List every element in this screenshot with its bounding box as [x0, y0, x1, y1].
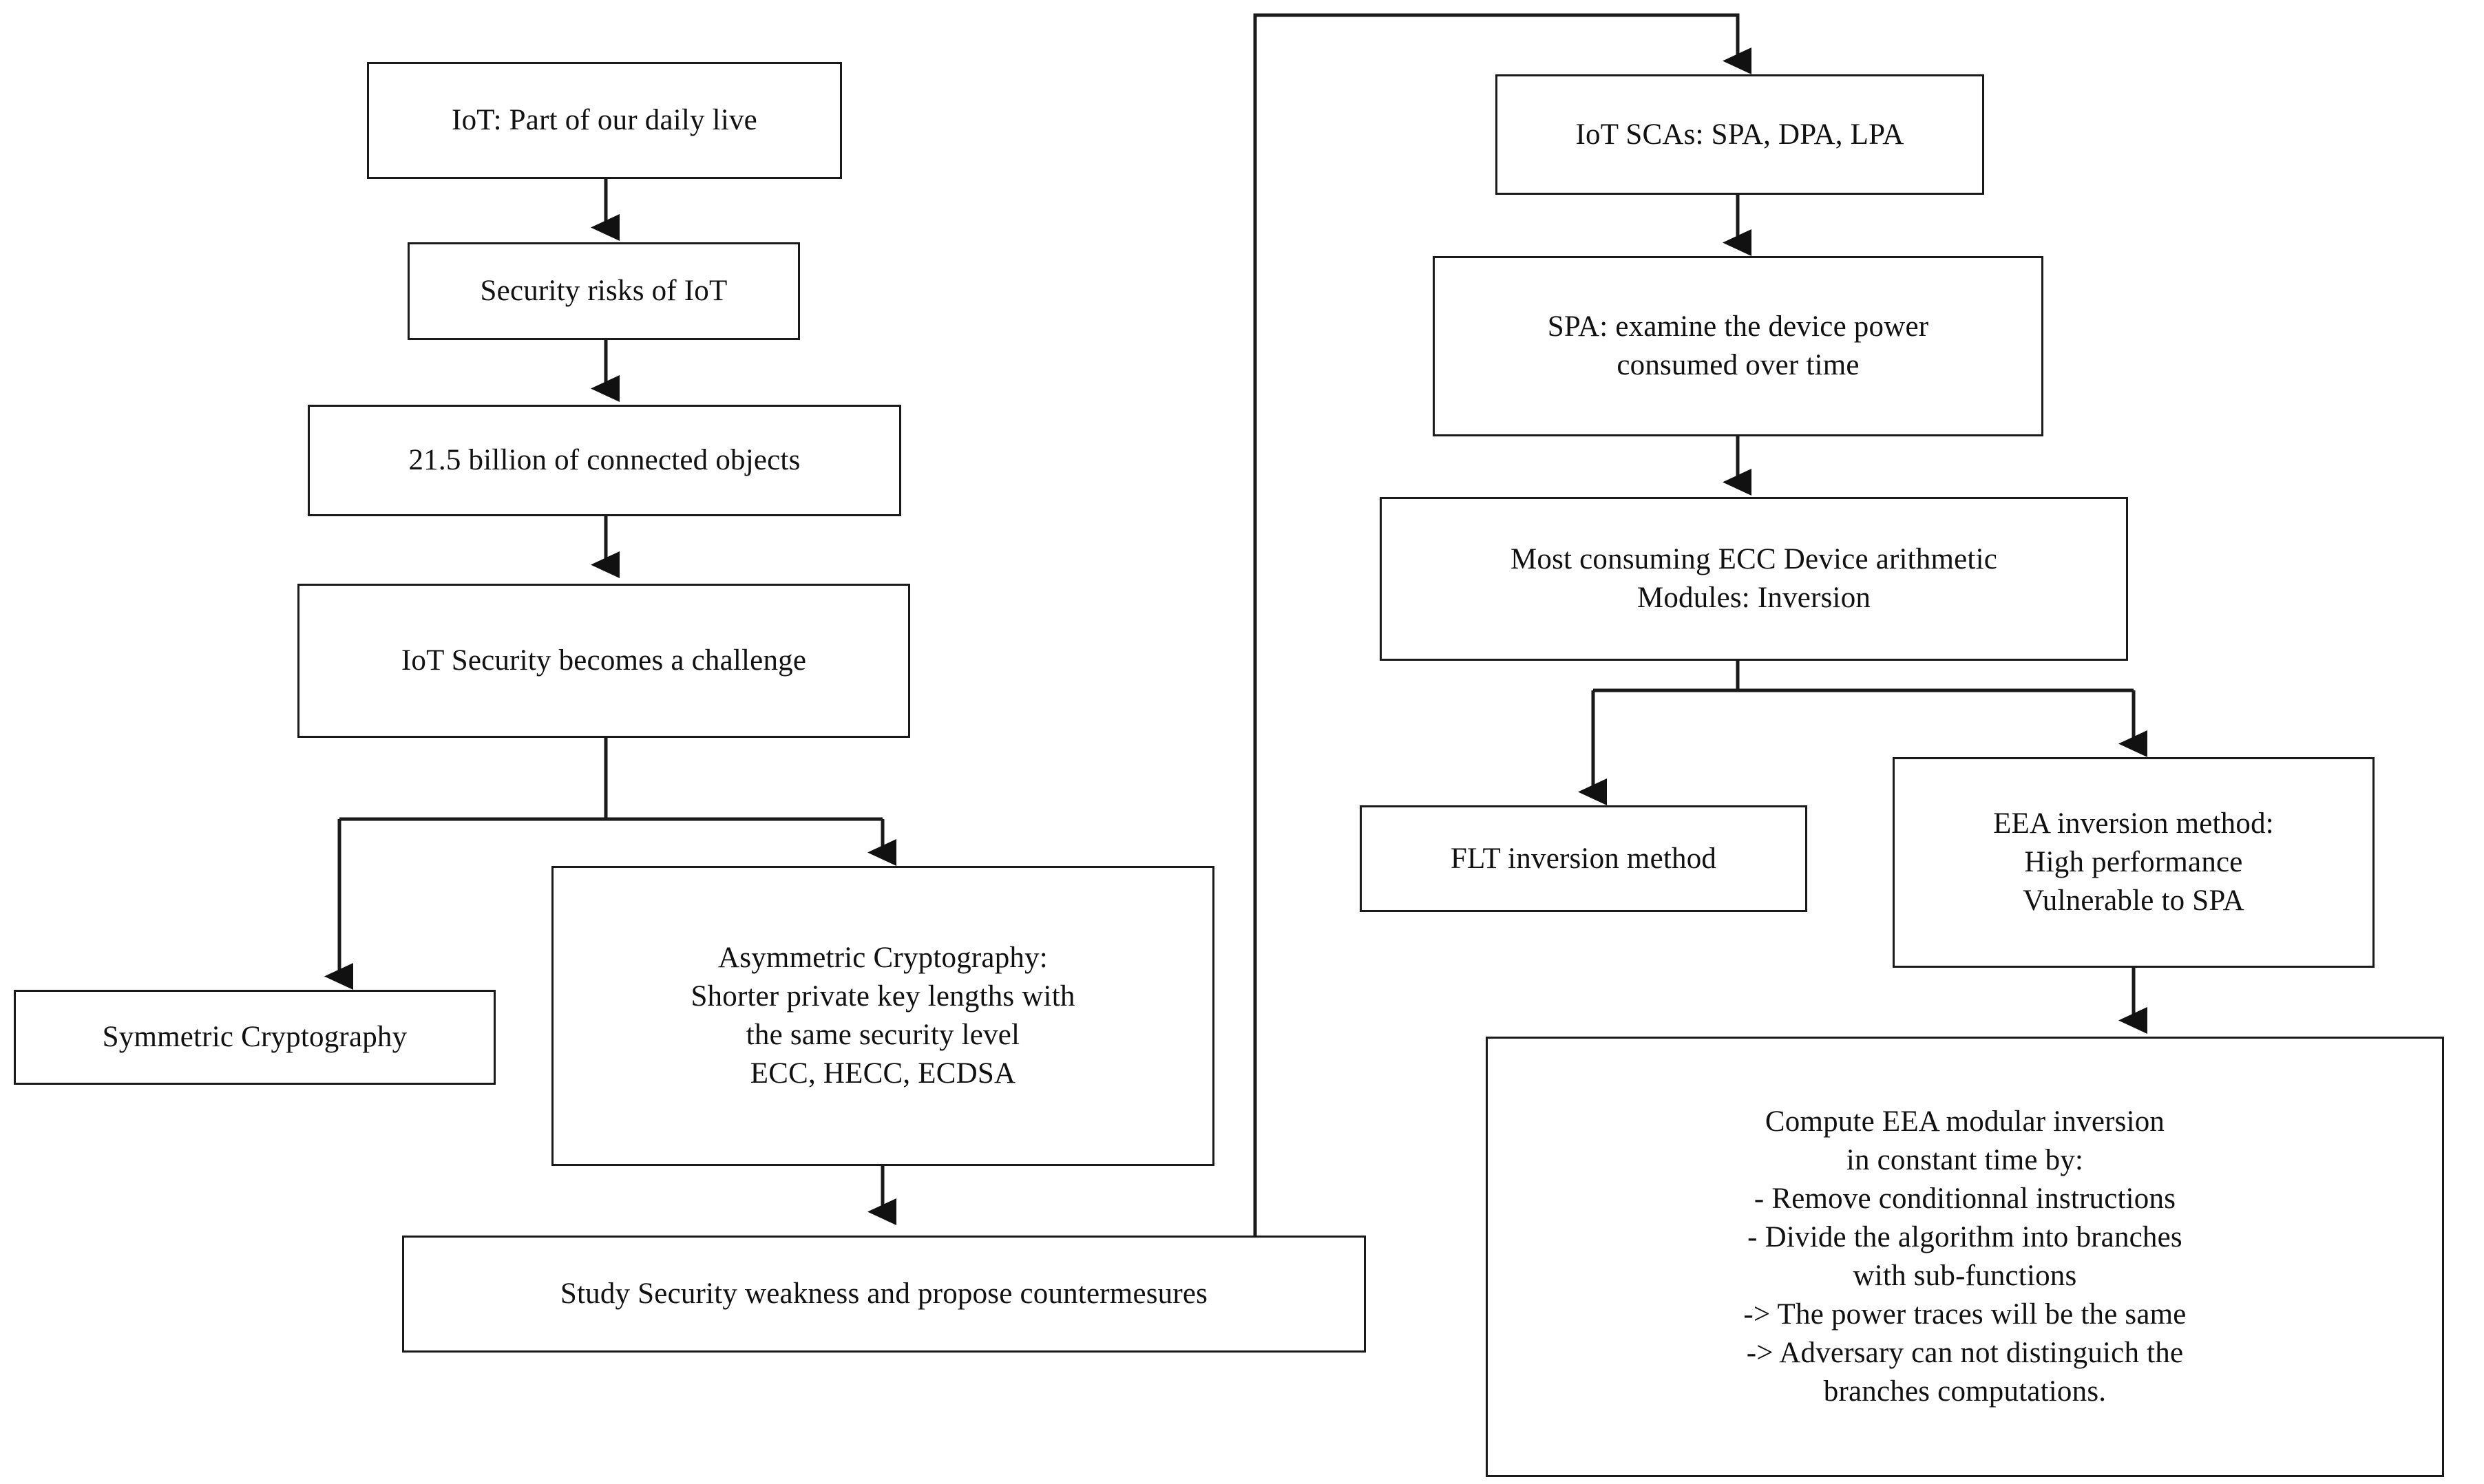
node-study-weakness[interactable]: Study Security weakness and propose coun…	[402, 1236, 1366, 1353]
node-iot-scas[interactable]: IoT SCAs: SPA, DPA, LPA	[1495, 74, 1984, 195]
node-spa-examine-label: SPA: examine the device power consumed o…	[1547, 310, 1929, 381]
node-asymmetric-crypto[interactable]: Asymmetric Cryptography: Shorter private…	[551, 866, 1214, 1166]
node-study-weakness-label: Study Security weakness and propose coun…	[560, 1278, 1208, 1311]
node-connected-objects-label: 21.5 billion of connected objects	[408, 444, 801, 477]
node-most-consuming-label: Most consuming ECC Device arithmetic Mod…	[1510, 543, 1998, 614]
node-asymmetric-crypto-label: Asymmetric Cryptography: Shorter private…	[691, 942, 1075, 1090]
node-eea-inversion-label: EEA inversion method: High performance V…	[1993, 807, 2274, 917]
node-iot-daily-label: IoT: Part of our daily live	[452, 104, 757, 137]
node-most-consuming[interactable]: Most consuming ECC Device arithmetic Mod…	[1380, 497, 2128, 661]
node-security-risks[interactable]: Security risks of IoT	[408, 242, 800, 340]
node-compute-eea-label: Compute EEA modular inversion in constan…	[1743, 1105, 2187, 1408]
node-compute-eea[interactable]: Compute EEA modular inversion in constan…	[1486, 1037, 2444, 1477]
node-eea-inversion[interactable]: EEA inversion method: High performance V…	[1893, 757, 2375, 968]
node-symmetric-crypto-label: Symmetric Cryptography	[102, 1021, 408, 1054]
node-spa-examine[interactable]: SPA: examine the device power consumed o…	[1433, 256, 2043, 436]
node-iot-scas-label: IoT SCAs: SPA, DPA, LPA	[1575, 118, 1904, 151]
node-iot-daily[interactable]: IoT: Part of our daily live	[367, 62, 842, 179]
node-flt-inversion-label: FLT inversion method	[1450, 842, 1717, 875]
node-flt-inversion[interactable]: FLT inversion method	[1360, 805, 1807, 912]
node-connected-objects[interactable]: 21.5 billion of connected objects	[308, 405, 901, 516]
node-symmetric-crypto[interactable]: Symmetric Cryptography	[14, 990, 496, 1085]
node-iot-challenge-label: IoT Security becomes a challenge	[401, 644, 807, 677]
node-iot-challenge[interactable]: IoT Security becomes a challenge	[297, 584, 910, 738]
node-security-risks-label: Security risks of IoT	[480, 275, 728, 308]
